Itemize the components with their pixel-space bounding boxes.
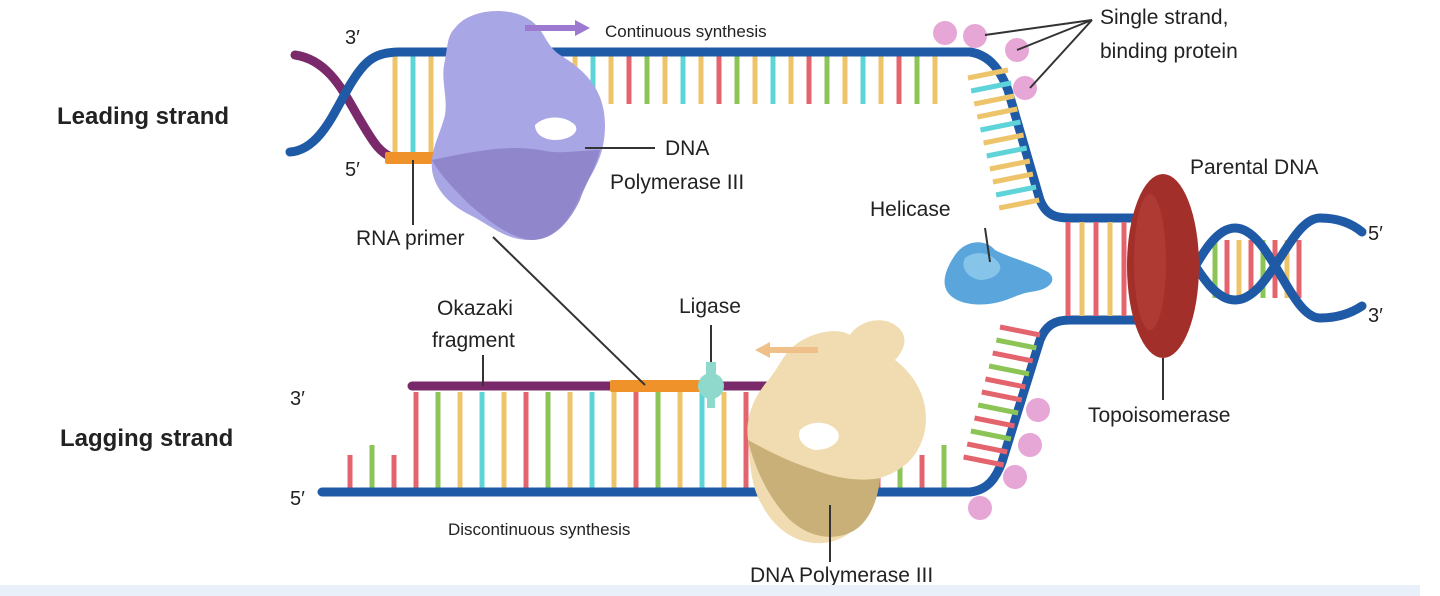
base-pair [986, 145, 1028, 159]
base-pair [966, 441, 1008, 455]
dna-polymerase-bottom [747, 320, 926, 544]
parental-3prime-label: 3′ [1368, 305, 1383, 327]
base-pair [995, 184, 1037, 198]
base-pair [970, 428, 1012, 442]
helicase-label: Helicase [870, 198, 951, 221]
ligase-enzyme [698, 362, 724, 408]
single-strand-label-line1: Single strand, [1100, 6, 1228, 29]
base-pair [995, 337, 1037, 351]
base-pair [979, 119, 1021, 133]
base-pair [983, 132, 1025, 146]
rna-primer-label: RNA primer [356, 227, 465, 250]
discontinuous-synthesis-label: Discontinuous synthesis [448, 520, 630, 539]
base-pair [973, 93, 1015, 107]
dna-polymerase-bottom-label: DNA Polymerase III [750, 564, 933, 587]
lagging-3prime-label: 3′ [290, 388, 305, 410]
leading-strand-label: Leading strand [57, 103, 229, 130]
leading-3prime-label: 3′ [345, 27, 360, 49]
base-pair [989, 158, 1031, 172]
lagging-5prime-label: 5′ [290, 488, 305, 510]
dna-polymerase-top-label-line1: DNA [665, 137, 709, 160]
helicase-enzyme [944, 242, 1053, 305]
single-strand-binding-proteins [933, 21, 1050, 520]
leader-lines [412, 19, 1164, 562]
base-pair [988, 363, 1030, 377]
lagging-strand-label: Lagging strand [60, 425, 233, 452]
base-pair [976, 106, 1018, 120]
helicase-highlight [963, 253, 1001, 280]
base-pair [963, 454, 1005, 468]
parental-dna-label: Parental DNA [1190, 156, 1318, 179]
lagging-synthesis-arrow [755, 342, 818, 358]
dna-polymerase-top-label-line2: Polymerase III [610, 171, 744, 194]
base-pair [992, 171, 1034, 185]
topoisomerase-label: Topoisomerase [1088, 404, 1230, 427]
base-pair [984, 376, 1026, 390]
leading-new-strand [290, 50, 525, 163]
base-pair [999, 324, 1041, 338]
base-pair [970, 80, 1012, 94]
base-pair [992, 350, 1034, 364]
continuous-synthesis-arrow [525, 20, 590, 36]
footer-band [0, 585, 1420, 596]
okazaki-label-line2: fragment [432, 329, 515, 352]
single-strand-label-line2: binding protein [1100, 40, 1238, 63]
parental-5prime-label: 5′ [1368, 223, 1383, 245]
base-pair [981, 389, 1023, 403]
leading-rna-primer [385, 152, 445, 164]
dna-polymerase-top [431, 10, 605, 240]
okazaki-label-line1: Okazaki [437, 297, 513, 320]
continuous-synthesis-label: Continuous synthesis [605, 22, 767, 41]
base-pair [967, 67, 1009, 81]
base-pair [998, 197, 1040, 211]
okazaki-rna-primer [610, 380, 702, 392]
base-pair [974, 415, 1016, 429]
leading-5prime-label: 5′ [345, 159, 360, 181]
ligase-label: Ligase [679, 295, 741, 318]
topoisomerase-highlight [1134, 194, 1166, 330]
base-pair [977, 402, 1019, 416]
leading-template-backbone [285, 47, 1150, 223]
